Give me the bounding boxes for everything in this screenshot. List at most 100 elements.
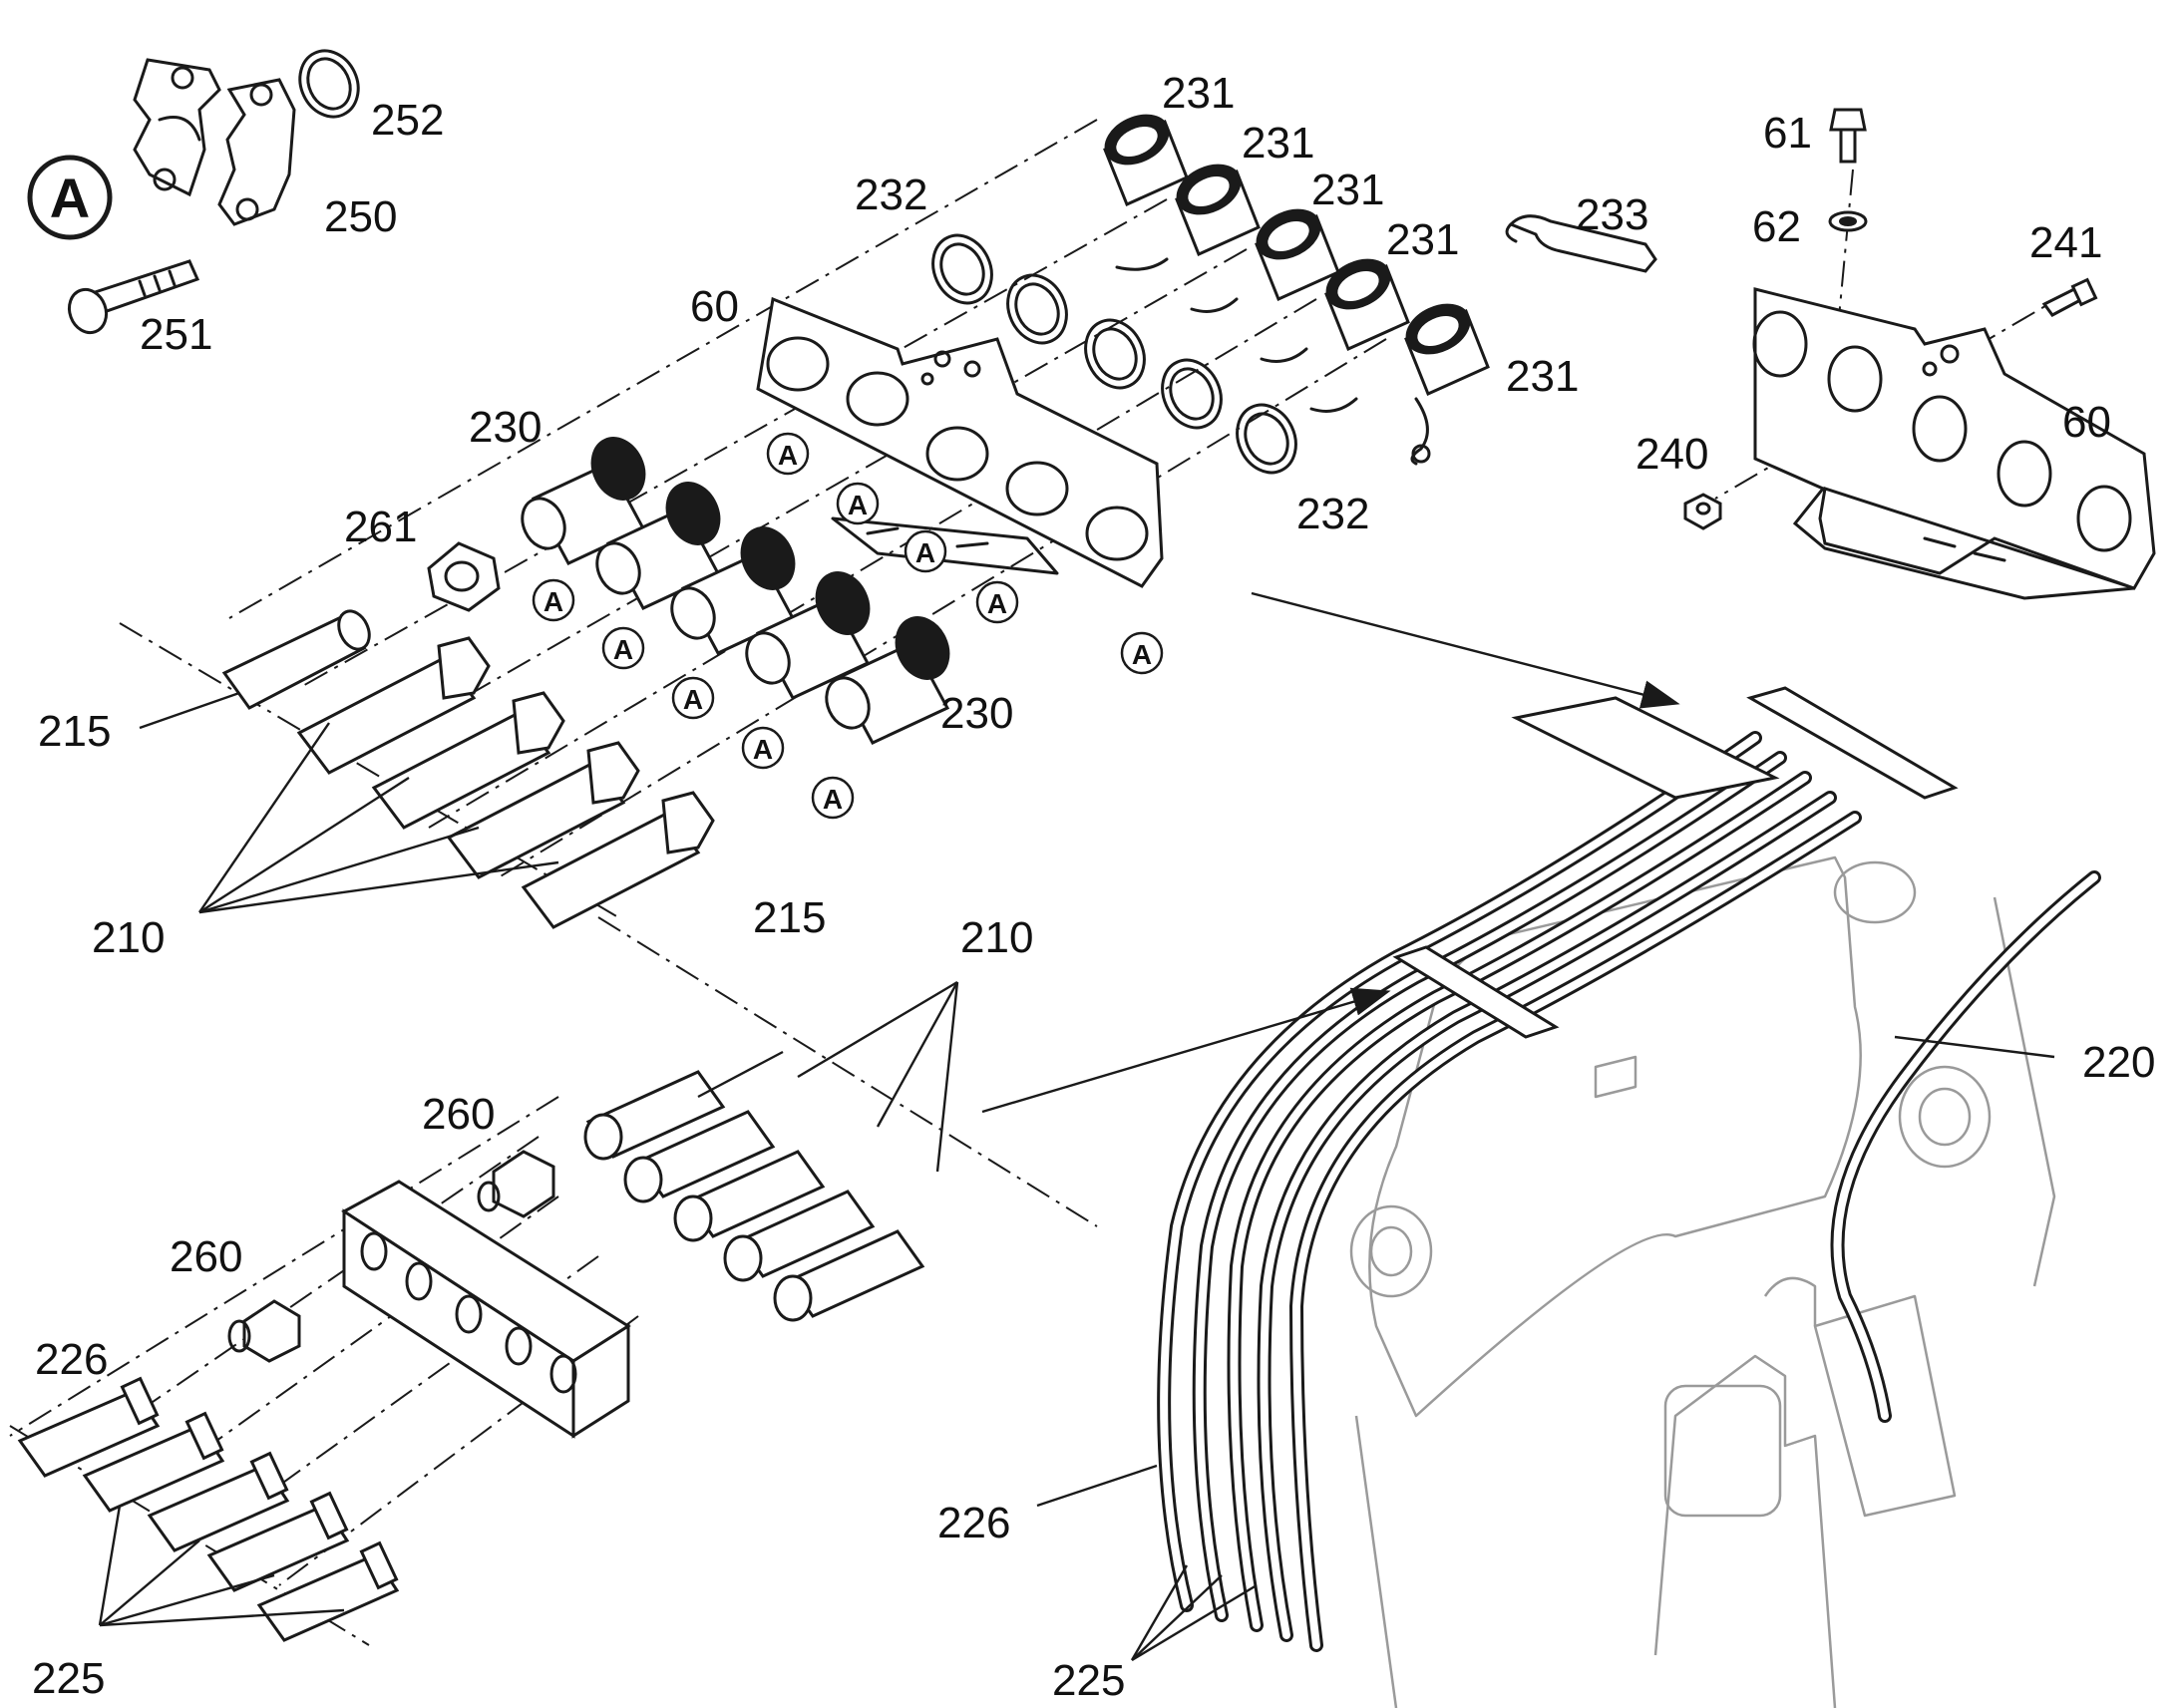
- hose-end-u2: [296, 636, 491, 775]
- detail-a-group: A: [27, 49, 360, 335]
- callout-210-middle: 210: [960, 913, 1033, 962]
- hex-bolt-61: [1829, 108, 1867, 164]
- hose-end-u4: [446, 741, 640, 879]
- protective-caps: [1103, 114, 1490, 466]
- mounting-bracket-right: [1752, 287, 2156, 600]
- callout-60-right: 60: [2062, 398, 2111, 447]
- callout-250: 250: [324, 192, 397, 241]
- lock-nut-4: [1161, 358, 1223, 430]
- callout-231-3: 231: [1311, 166, 1384, 214]
- callout-210-upper: 210: [92, 913, 165, 962]
- callout-62: 62: [1752, 202, 1801, 251]
- callout-232-1: 232: [855, 171, 927, 219]
- lock-nut-1: [931, 233, 993, 305]
- svg-text:A: A: [1132, 639, 1152, 670]
- hose-end-l4: [206, 1491, 350, 1592]
- callout-232-2: 232: [1296, 490, 1369, 538]
- washer-62: [1828, 210, 1868, 232]
- flange-clamp-half-front: [133, 58, 221, 197]
- ref-marker-5: A: [532, 578, 575, 622]
- hose-end-m5: [773, 1229, 925, 1322]
- svg-text:A: A: [915, 537, 935, 568]
- svg-text:A: A: [613, 634, 633, 665]
- callout-225-left: 225: [32, 1654, 105, 1703]
- nut-240: [1683, 493, 1722, 530]
- adapter-261: [427, 541, 501, 612]
- hose-end-l5: [256, 1540, 400, 1642]
- lock-nut-3: [1084, 318, 1146, 390]
- coupling-4: [745, 571, 871, 700]
- lock-nuts: [931, 233, 1297, 475]
- cap-5: [1309, 303, 1490, 466]
- svg-text:A: A: [683, 684, 703, 715]
- direction-arrows: [981, 591, 1680, 1114]
- hose-ends-middle: [583, 1070, 925, 1322]
- callout-251: 251: [140, 310, 212, 359]
- svg-text:A: A: [987, 588, 1007, 619]
- callout-260-lower: 260: [170, 1232, 242, 1281]
- callout-61: 61: [1763, 109, 1812, 158]
- detail-a-badge: A: [27, 155, 113, 240]
- hose-ends-upper: [221, 609, 715, 929]
- leader-lines: [98, 691, 2055, 1662]
- hose-end-m2: [623, 1110, 776, 1203]
- ref-marker-1: A: [766, 432, 810, 476]
- quick-couplings: [521, 437, 950, 745]
- manifold-block: [341, 1180, 631, 1439]
- routed-hoses: [1157, 731, 2101, 1652]
- hose-ends-lower: [17, 1376, 400, 1642]
- o-ring: [298, 49, 360, 119]
- hose-end-m3: [673, 1150, 826, 1242]
- mounting-bracket-center: [756, 296, 1164, 588]
- svg-text:A: A: [823, 784, 843, 815]
- callout-231-5: 231: [1506, 352, 1579, 401]
- hose-end-l1: [17, 1376, 161, 1478]
- hose-end-u3: [371, 691, 565, 830]
- callout-230-1: 230: [469, 403, 542, 452]
- callout-226-right: 226: [937, 1499, 1010, 1547]
- hook-spanner: [1505, 214, 1657, 273]
- bolt-241: [2041, 277, 2098, 317]
- cap-3: [1190, 208, 1340, 313]
- callout-215-middle: 215: [753, 893, 826, 942]
- svg-text:A: A: [753, 734, 773, 765]
- cap-4: [1260, 258, 1410, 363]
- coupling-5: [825, 616, 950, 745]
- lock-nut-5: [1236, 403, 1297, 475]
- callout-231-2: 231: [1242, 119, 1314, 168]
- detail-a-letter: A: [50, 167, 90, 229]
- callout-230-2: 230: [940, 689, 1013, 738]
- ref-marker-10: A: [1120, 631, 1164, 675]
- callout-260-upper: 260: [422, 1090, 495, 1139]
- callout-226-left: 226: [35, 1335, 108, 1384]
- hose-end-m1: [583, 1070, 726, 1161]
- svg-text:A: A: [778, 440, 798, 471]
- ref-marker-2: A: [836, 482, 880, 525]
- callout-231-4: 231: [1386, 215, 1459, 264]
- callout-231-1: 231: [1162, 69, 1235, 118]
- hose-end-l2: [82, 1411, 225, 1513]
- hose-end-u1: [221, 609, 371, 710]
- callout-241: 241: [2029, 218, 2102, 267]
- hose-end-u5: [521, 791, 715, 929]
- callout-60-center: 60: [690, 282, 739, 331]
- callout-252: 252: [371, 96, 444, 145]
- callout-215-upper: 215: [38, 707, 111, 756]
- hose-end-l3: [147, 1451, 290, 1552]
- ref-marker-4: A: [975, 580, 1019, 624]
- socket-head-bolt: [67, 259, 200, 335]
- cap-1: [1103, 114, 1189, 207]
- callout-240: 240: [1635, 430, 1708, 479]
- svg-text:A: A: [544, 586, 563, 617]
- flange-clamp-half-rear: [217, 78, 296, 226]
- svg-text:A: A: [848, 490, 868, 520]
- cap-2: [1115, 164, 1261, 271]
- ref-marker-7: A: [671, 676, 715, 720]
- boom-bracket-assembly: [1392, 686, 1959, 1039]
- callout-labels: 252 250 251 231 231 231 231 231 232 232 …: [32, 69, 2155, 1705]
- hose-end-m4: [723, 1190, 876, 1282]
- ref-marker-3: A: [904, 529, 947, 573]
- ref-marker-9: A: [811, 776, 855, 820]
- callout-220: 220: [2082, 1038, 2155, 1087]
